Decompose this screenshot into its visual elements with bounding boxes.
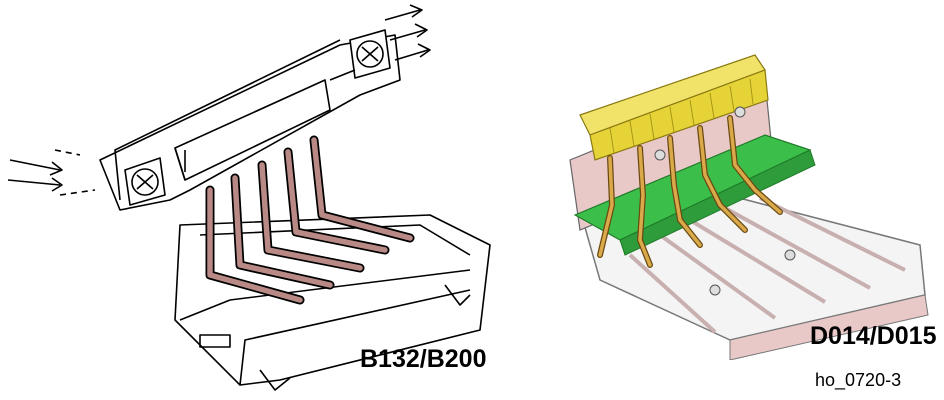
- heat-pipes: [597, 115, 783, 268]
- fan-icon: [349, 29, 391, 79]
- air-outlet-arrows: [329, 4, 431, 81]
- left-line-drawing: [7, 4, 491, 391]
- heat-pipes: [205, 135, 415, 305]
- fuser-unit: [174, 214, 491, 386]
- figure-code: ho_0720-3: [815, 370, 902, 390]
- model-label-left: B132/B200: [360, 345, 487, 373]
- air-inlet-arrows: [7, 149, 96, 196]
- heat-sink: [579, 54, 769, 161]
- fan-icon: [124, 157, 166, 206]
- right-3d-render: [569, 54, 929, 360]
- model-label-right: D014/D015: [810, 322, 937, 350]
- duct-block: [174, 79, 331, 181]
- screw-icons: [654, 106, 796, 296]
